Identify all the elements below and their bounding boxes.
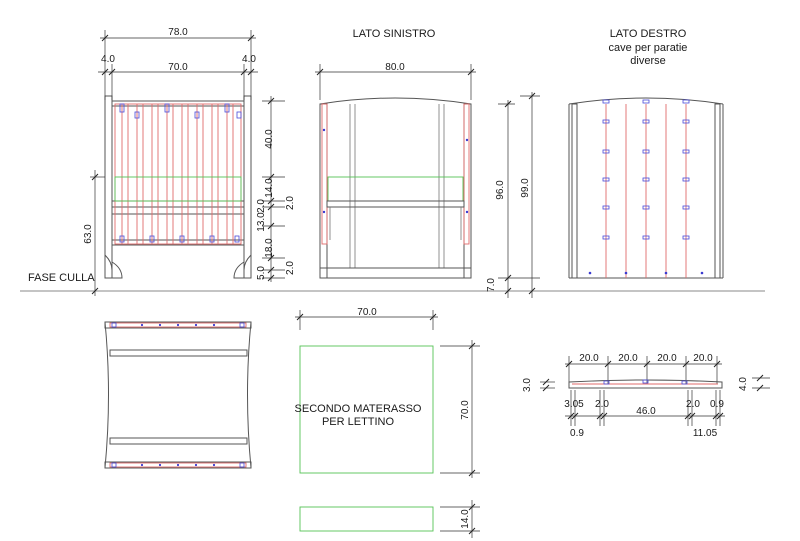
front-dimensions: 78.0 4.0 70.0 4.0: [98, 27, 258, 100]
second-mattress-section: [299, 506, 434, 532]
mattress-thickness-dimension: 14.0: [440, 500, 480, 538]
dim-front-overall: 78.0: [168, 27, 188, 38]
front-view: [104, 95, 252, 279]
dim-front-left-post: 4.0: [101, 54, 115, 65]
left-side-view: [319, 97, 472, 279]
dim-96: 96.0: [495, 180, 506, 200]
vertical-dimension-chain: 40.0 14.0 2.0 2.0 13.0 18.0 5.0 2.0: [256, 96, 296, 282]
left-side-dimension: 80.0: [315, 62, 476, 100]
right-side-view: [568, 97, 724, 279]
dim-mattress-depth: 70.0: [460, 400, 471, 420]
label-materasso-line1: SECONDO MATERASSO: [295, 403, 422, 415]
second-mattress-plan: [299, 345, 434, 474]
dim-slat-11-05: 11.05: [693, 428, 718, 439]
title-lato-sinistro: LATO SINISTRO: [353, 28, 436, 40]
subtitle-cave-line1: cave per paratie: [609, 42, 688, 54]
dim-slat-0-9-b: 0.9: [570, 428, 584, 439]
dim-5: 5.0: [256, 266, 267, 280]
dim-slat-2-a: 2.0: [595, 399, 609, 410]
dim-mattress-thickness: 14.0: [460, 509, 471, 529]
dim-18: 18.0: [264, 238, 275, 258]
dim-slat-3-05: 3.05: [564, 399, 584, 410]
dim-slat-20-a: 20.0: [579, 353, 599, 364]
dim-7: 7.0: [486, 278, 497, 292]
dim-slat-20-d: 20.0: [693, 353, 713, 364]
dim-slat-20-c: 20.0: [657, 353, 677, 364]
subtitle-cave-line2: diverse: [630, 55, 665, 67]
mattress-width-dimension: 70.0: [295, 307, 438, 330]
dim-slat-h-4: 4.0: [738, 377, 749, 391]
dim-slat-2-b: 2.0: [686, 399, 700, 410]
dim-40: 40.0: [264, 129, 275, 149]
label-materasso-line2: PER LETTINO: [322, 416, 395, 428]
mattress-depth-dimension: 70.0: [440, 340, 480, 478]
dim-63: 63.0: [83, 224, 94, 244]
height-dimensions-96-99: 96.0 99.0 7.0: [486, 92, 540, 298]
dim-2-c: 2.0: [285, 261, 296, 275]
dim-slat-46: 46.0: [636, 406, 656, 417]
dim-slat-h-3: 3.0: [522, 378, 533, 392]
label-fase-culla: FASE CULLA: [28, 272, 95, 284]
dim-2-b: 2.0: [285, 196, 296, 210]
front-height-dimension: 63.0: [83, 170, 105, 296]
dim-13: 13.0: [256, 212, 267, 232]
plan-view: [104, 321, 252, 469]
dim-side-width: 80.0: [385, 62, 405, 73]
dim-slat-20-b: 20.0: [618, 353, 638, 364]
dim-mattress-width: 70.0: [357, 307, 377, 318]
dim-99: 99.0: [520, 178, 531, 198]
dim-front-inner: 70.0: [168, 62, 188, 73]
dim-2-a: 2.0: [256, 199, 267, 213]
dim-14: 14.0: [264, 178, 275, 198]
dim-front-right-post: 4.0: [242, 54, 256, 65]
slat-detail: 20.0 20.0 20.0 20.0 3.0 4.0: [522, 353, 770, 439]
dim-slat-0-9-a: 0.9: [710, 399, 724, 410]
title-lato-destro: LATO DESTRO: [610, 28, 687, 40]
